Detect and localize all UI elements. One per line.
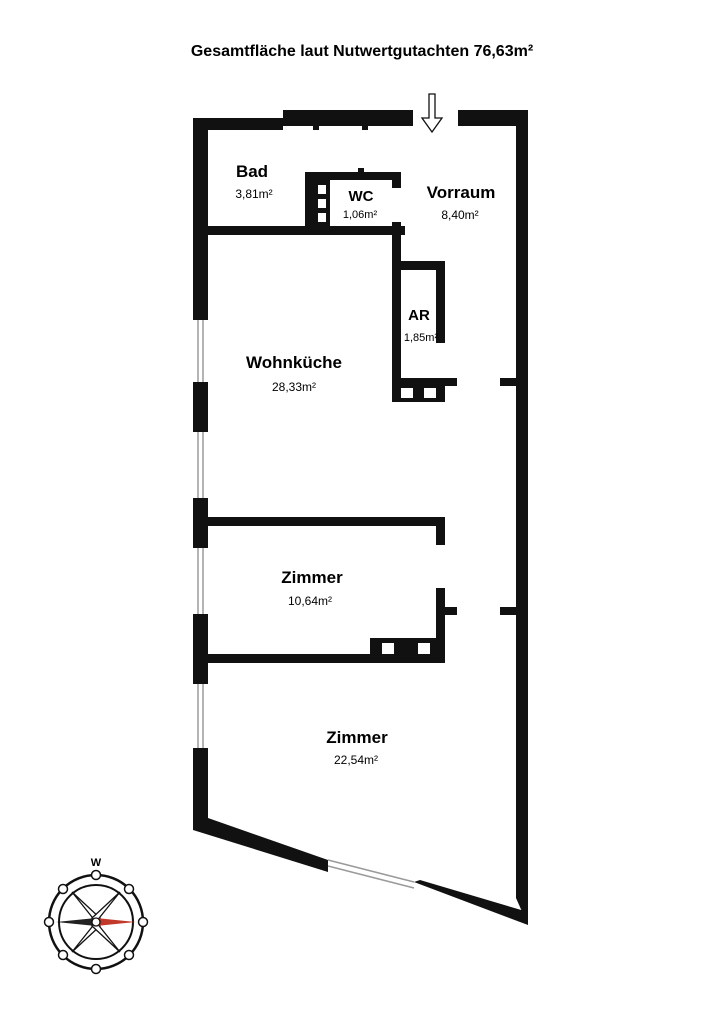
zimmer1-right-stub-top <box>436 517 445 545</box>
wc-left-wall <box>305 172 314 232</box>
wc-right-wall-stub <box>392 172 401 188</box>
room-area-wohnkueche: 28,33m² <box>272 380 316 394</box>
room-name-wc: WC <box>349 188 374 205</box>
zimmer1-bottom-wall <box>208 654 445 663</box>
plan-title: Gesamtfläche laut Nutwertgutachten 76,63… <box>191 43 533 60</box>
compass-needle-west <box>56 918 96 926</box>
room-name-zimmer-2: Zimmer <box>326 728 388 747</box>
ar-right-wall <box>436 261 445 343</box>
room-name-zimmer-1: Zimmer <box>281 568 343 587</box>
room-area-wc: 1,06m² <box>343 209 378 221</box>
left-wall-2 <box>193 382 208 432</box>
compass-label: W <box>91 857 102 869</box>
zimmer1-right-wall <box>436 588 445 660</box>
window-wohnkueche-2 <box>197 432 204 498</box>
window-wohnkueche-1 <box>197 320 204 382</box>
bad-bottom-wall <box>193 226 405 235</box>
ar-left-wall <box>392 222 401 402</box>
room-area-zimmer-2: 22,54m² <box>334 753 378 767</box>
room-name-ar: AR <box>408 307 430 324</box>
ar-top-wall <box>392 261 444 270</box>
bottom-wall-right <box>414 880 528 925</box>
room-area-zimmer-1: 10,64m² <box>288 594 332 608</box>
left-wall-3 <box>193 498 208 548</box>
zimmer1-top-wall <box>208 517 444 526</box>
room-labels: Bad 3,81m² WC 1,06m² Vorraum 8,40m² AR 1… <box>235 162 495 767</box>
room-name-vorraum: Vorraum <box>427 183 496 202</box>
room-area-vorraum: 8,40m² <box>441 208 478 222</box>
left-wall-5 <box>193 748 208 830</box>
ar-bottom-wall <box>392 378 445 402</box>
windows <box>197 320 415 889</box>
room-area-bad: 3,81m² <box>235 187 272 201</box>
compass-rose-icon: W <box>43 857 149 975</box>
zimmer1-closet <box>370 638 445 660</box>
room-area-ar: 1,85m² <box>404 332 439 344</box>
window-bottom <box>327 859 415 889</box>
top-wall-right <box>458 110 528 126</box>
bottom-wall-left <box>193 818 328 872</box>
right-wall <box>516 110 528 925</box>
top-wall-mid <box>283 110 413 126</box>
wc-top-wall <box>305 172 400 180</box>
left-wall-1 <box>193 118 208 320</box>
down-arrow-icon <box>420 93 444 134</box>
compass-needle-east <box>96 918 136 926</box>
walls <box>193 110 528 925</box>
left-wall-4 <box>193 614 208 684</box>
room-name-bad: Bad <box>236 162 268 181</box>
window-zimmer-1 <box>197 548 204 614</box>
window-zimmer-2 <box>197 684 204 748</box>
room-name-wohnkueche: Wohnküche <box>246 353 342 372</box>
top-wall-left <box>193 118 283 130</box>
